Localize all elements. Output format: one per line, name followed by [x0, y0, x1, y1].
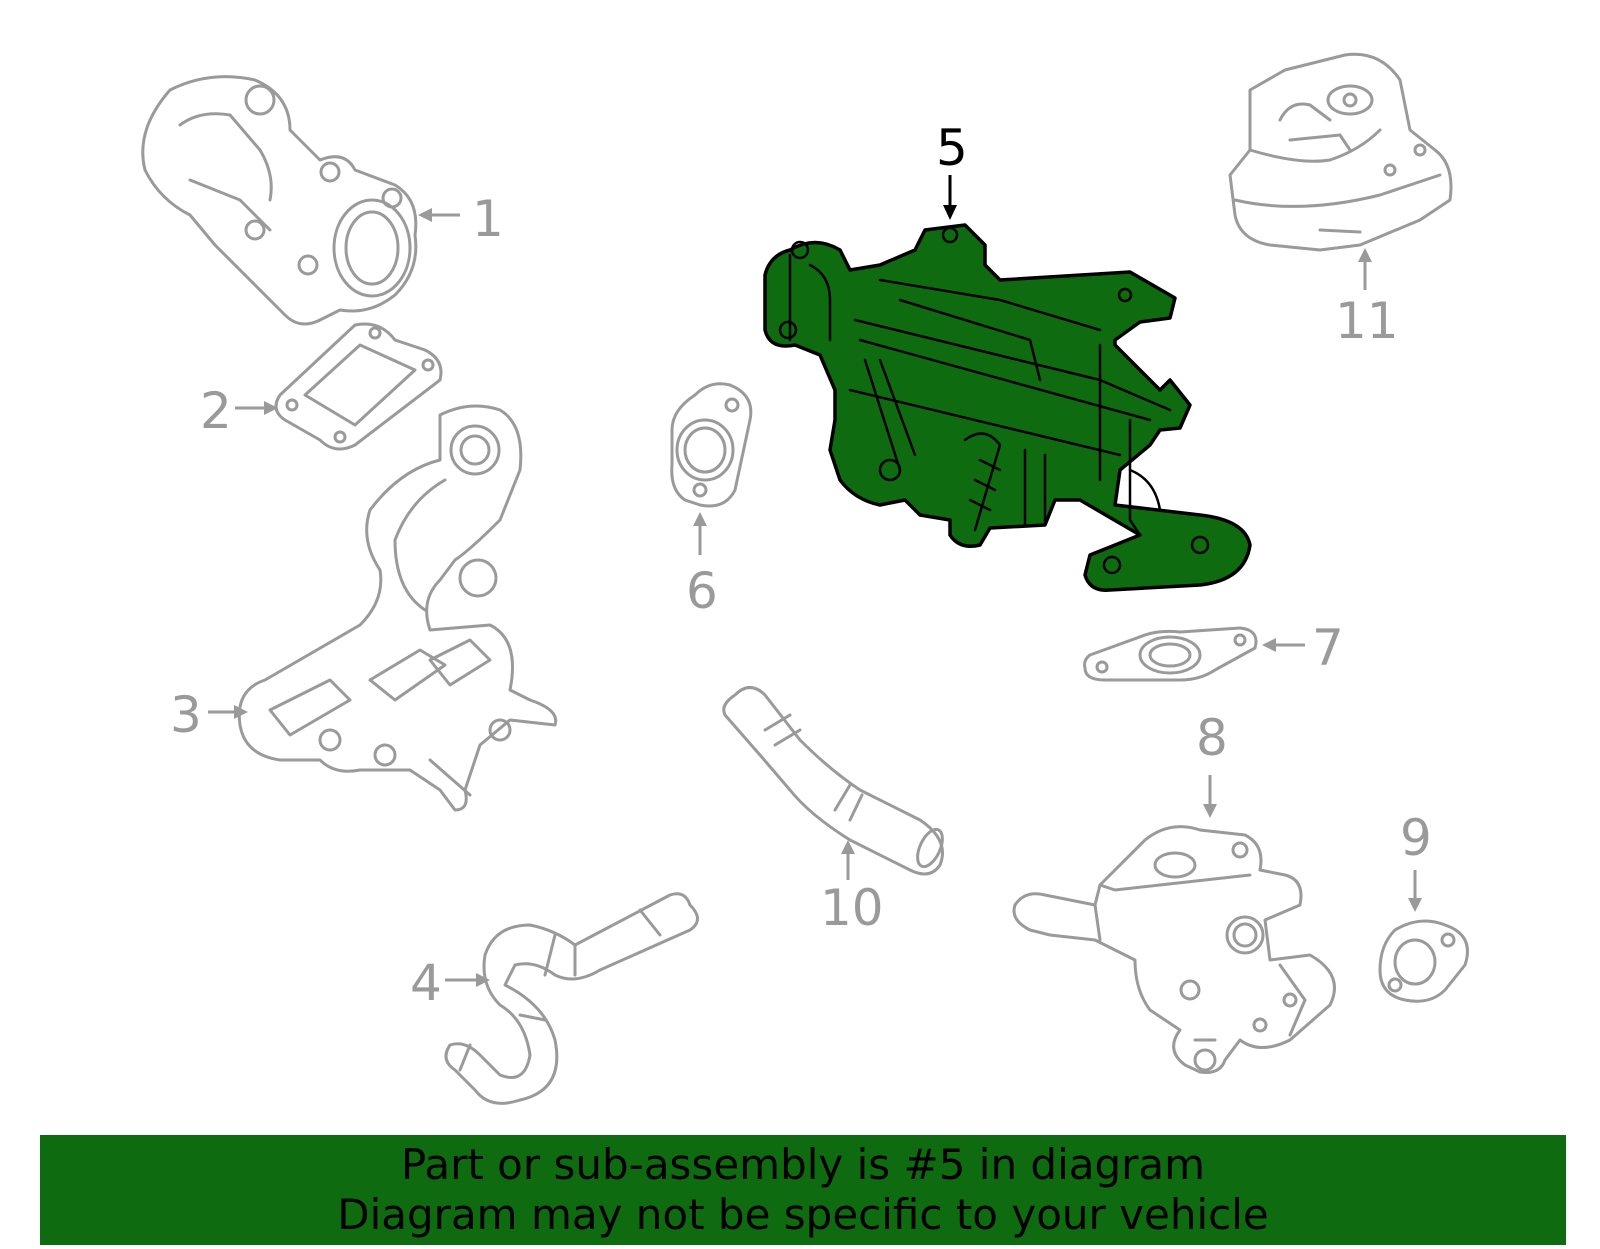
banner-line-2: Diagram may not be specific to your vehi…: [337, 1190, 1269, 1239]
part-7-gasket[interactable]: [1083, 626, 1258, 682]
callout-labels: 1 2 3 4 5 6 7 8 9 10 11: [170, 119, 1432, 1012]
part-10-hose[interactable]: [722, 686, 948, 876]
callout-10: 10: [820, 879, 884, 937]
part-11-heat-shield[interactable]: [1228, 52, 1453, 252]
callout-3: 3: [170, 686, 202, 744]
part-8-housing[interactable]: [1012, 825, 1336, 1074]
callout-9: 9: [1400, 809, 1432, 867]
part-5-egr-cooler[interactable]: [763, 223, 1252, 592]
info-banner: Part or sub-assembly is #5 in diagram Di…: [40, 1135, 1566, 1245]
callout-11: 11: [1335, 292, 1399, 350]
part-6-gasket[interactable]: [670, 382, 753, 508]
callout-7: 7: [1312, 619, 1344, 677]
callout-8: 8: [1196, 709, 1228, 767]
banner-line-1: Part or sub-assembly is #5 in diagram: [400, 1140, 1206, 1189]
callout-5: 5: [936, 119, 968, 177]
part-2-gasket[interactable]: [274, 322, 443, 451]
part-1-egr-valve[interactable]: [141, 75, 418, 326]
callout-1: 1: [472, 190, 504, 248]
callout-2: 2: [200, 382, 232, 440]
callout-4: 4: [410, 954, 442, 1012]
part-4-hose[interactable]: [444, 892, 699, 1105]
part-9-gasket[interactable]: [1378, 919, 1469, 1003]
callout-arrows: [208, 175, 1422, 987]
part-3-egr-housing[interactable]: [237, 404, 558, 812]
callout-6: 6: [686, 562, 718, 620]
